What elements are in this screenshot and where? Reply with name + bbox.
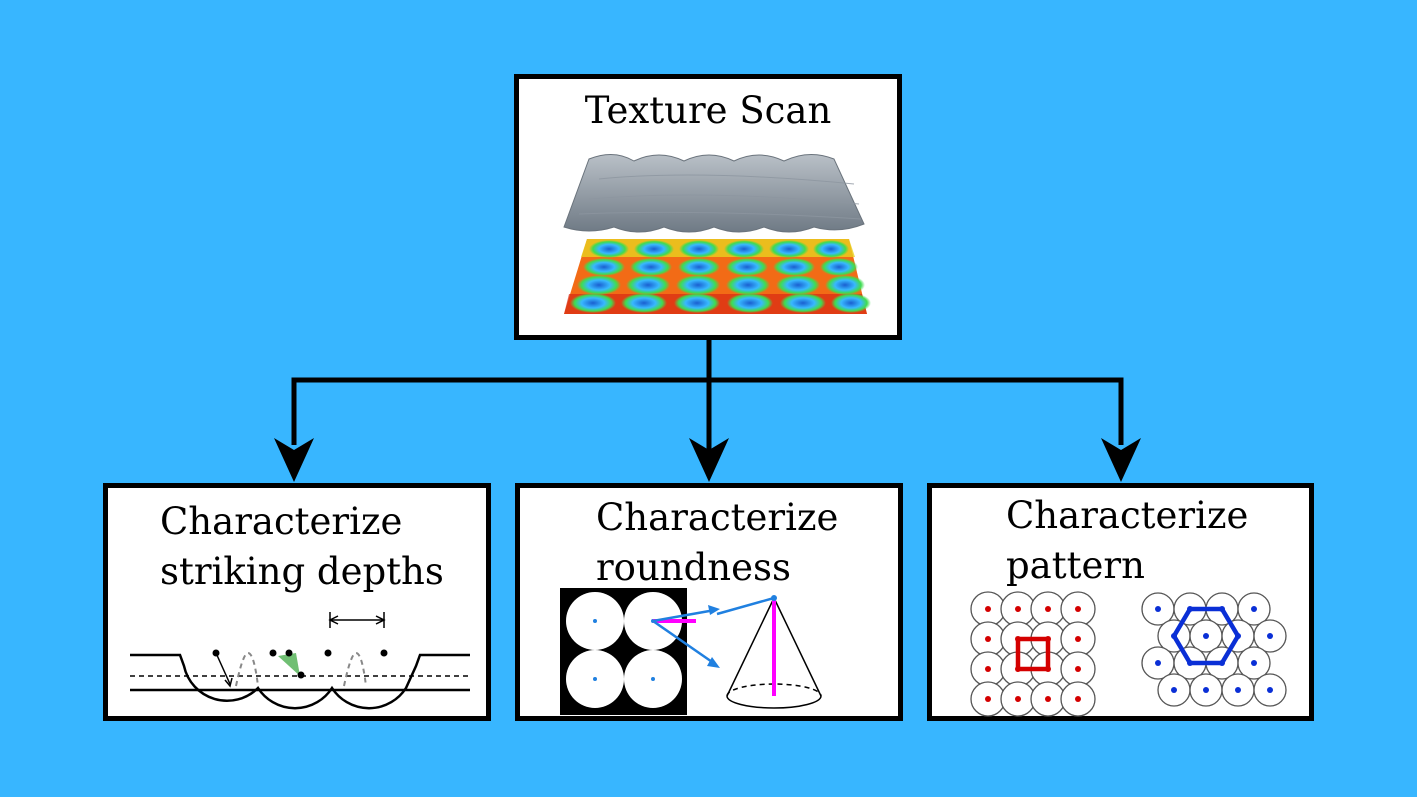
texture-scan-box: Texture Scan xyxy=(514,74,902,340)
hex-cell xyxy=(1171,606,1241,666)
pattern-box: Characterize pattern xyxy=(927,483,1314,721)
roundness-diagram xyxy=(560,588,822,715)
pattern-diagram xyxy=(970,591,1287,717)
striking-depths-diagram xyxy=(130,612,470,710)
arrow-head-depths xyxy=(274,438,314,482)
arrow-head-roundness xyxy=(689,438,729,482)
fit-wedge xyxy=(278,653,300,676)
arrow-head-pattern xyxy=(1101,438,1141,482)
surface-profile xyxy=(130,653,470,710)
branch-line xyxy=(291,377,1124,445)
roundness-line1: Characterize xyxy=(596,496,839,539)
striking-depths-line2: striking depths xyxy=(160,550,444,593)
square-cell xyxy=(1015,636,1051,672)
height-map-dimples xyxy=(570,240,871,313)
roundness-line2: roundness xyxy=(596,546,792,589)
roundness-box: Characterize roundness xyxy=(515,483,903,721)
pattern-line2: pattern xyxy=(1006,544,1145,587)
pattern-line1: Characterize xyxy=(1006,494,1249,537)
ghost-dimple-2 xyxy=(343,651,367,687)
striking-depths-line1: Characterize xyxy=(160,500,403,543)
grey-surface xyxy=(563,154,865,233)
ghost-dimple-1 xyxy=(235,651,259,687)
texture-scan-title: Texture Scan xyxy=(584,89,832,132)
striking-depths-box: Characterize striking depths xyxy=(103,483,491,721)
texture-scan-illustration xyxy=(563,154,871,314)
